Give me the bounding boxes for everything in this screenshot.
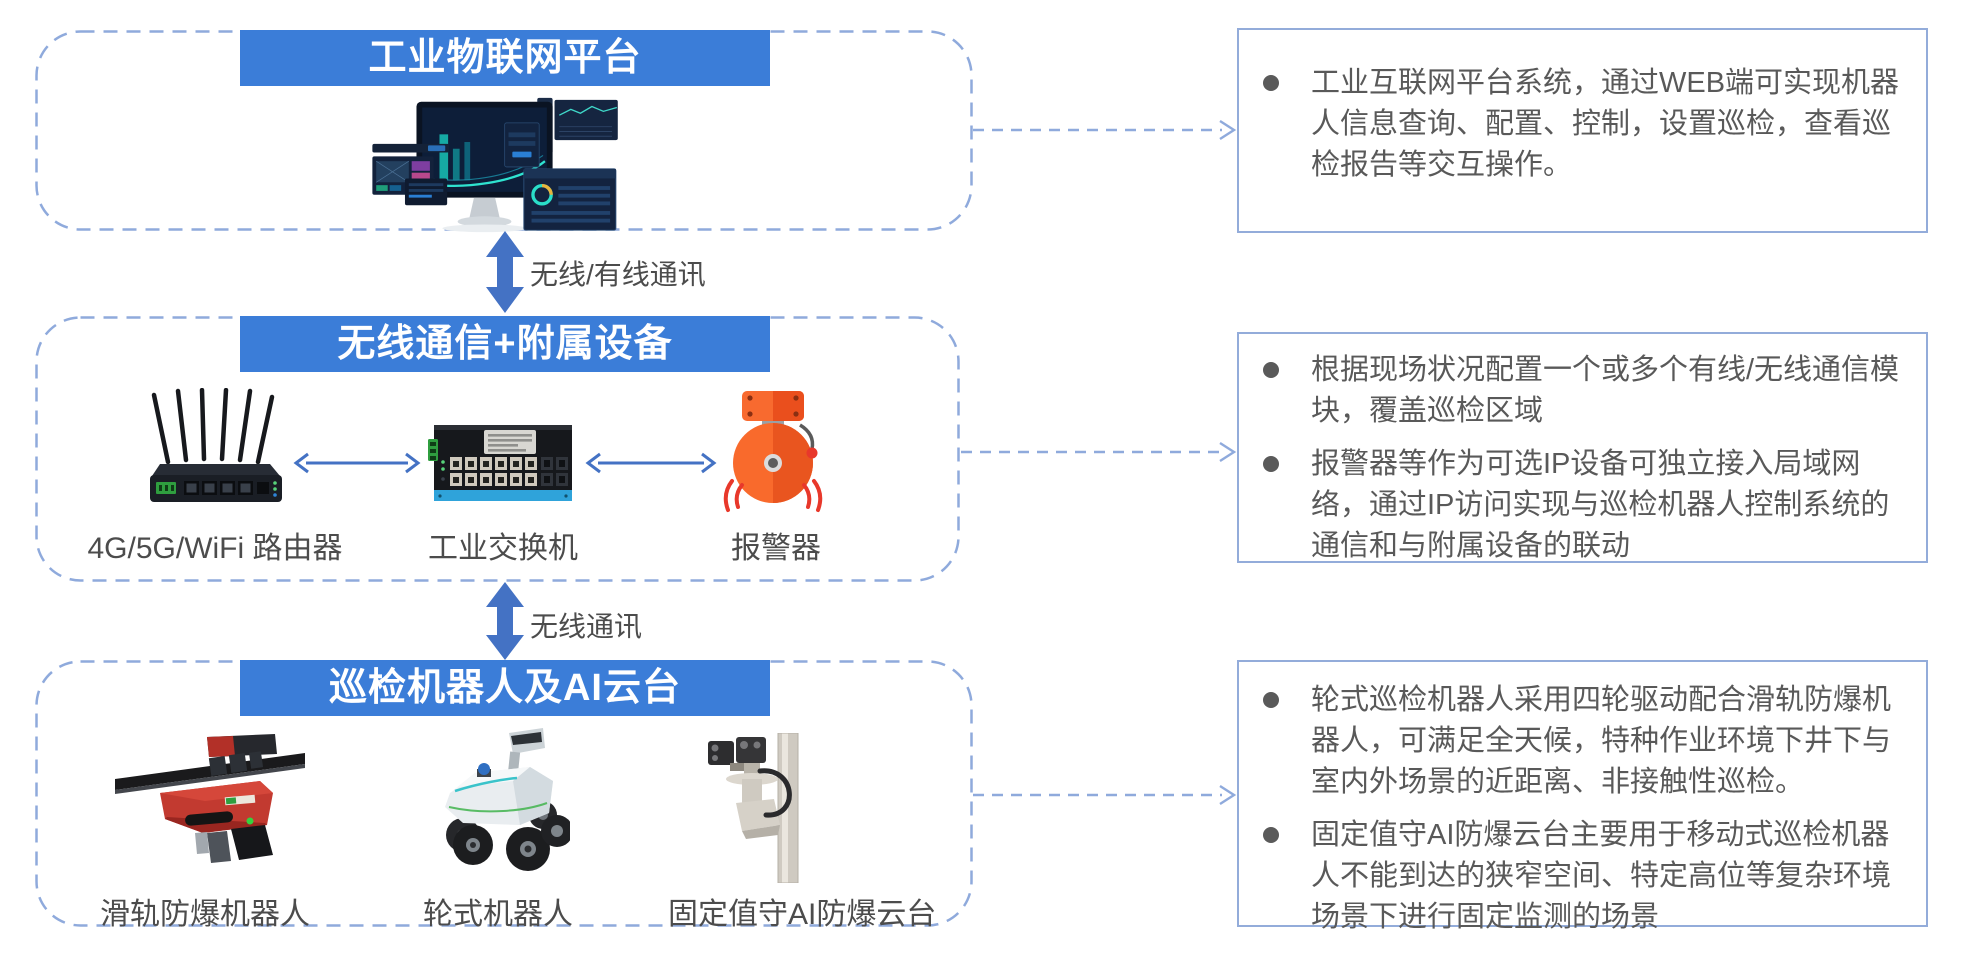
platform-section-box: 工业物联网平台 bbox=[35, 30, 973, 231]
comm-section-box: 无线通信+附属设备 bbox=[35, 316, 960, 582]
alarm-bell-image bbox=[723, 391, 823, 512]
dashed-arrow-robots-description bbox=[973, 784, 1237, 806]
platform-section-title: 工业物联网平台 bbox=[240, 30, 770, 86]
bullet-item: 根据现场状况配置一个或多个有线/无线通信模块，覆盖巡检区域 bbox=[1263, 350, 1904, 432]
rail-explosionproof-robot-image bbox=[115, 734, 305, 863]
rail-robot-label: 滑轨防爆机器人 bbox=[100, 898, 310, 931]
alarm-label: 报警器 bbox=[731, 532, 821, 565]
bullet-text: 轮式巡检机器人采用四轮驱动配合滑轨防爆机器人，可满足全天候，特种作业环境下井下与… bbox=[1311, 684, 1892, 798]
comm-description-box: 根据现场状况配置一个或多个有线/无线通信模块，覆盖巡检区域 报警器等作为可选IP… bbox=[1237, 332, 1928, 563]
bullet-dot bbox=[1263, 456, 1279, 472]
bullet-item: 固定值守AI防爆云台主要用于移动式巡检机器人不能到达的狭窄空间、特定高位等复杂环… bbox=[1263, 815, 1904, 938]
bullet-text: 根据现场状况配置一个或多个有线/无线通信模块，覆盖巡检区域 bbox=[1311, 354, 1900, 427]
router-label: 4G/5G/WiFi 路由器 bbox=[87, 532, 343, 565]
bullet-dot bbox=[1263, 827, 1279, 843]
connector-label-comm-robots: 无线通讯 bbox=[530, 611, 643, 642]
bidirectional-arrow-comm-robots bbox=[486, 582, 524, 660]
dashed-arrow-platform-description bbox=[973, 119, 1237, 141]
robots-section-title: 巡检机器人及AI云台 bbox=[240, 660, 770, 716]
dashed-arrow-comm-description bbox=[961, 441, 1237, 463]
bullet-item: 工业互联网平台系统，通过WEB端可实现机器人信息查询、配置、控制，设置巡检，查看… bbox=[1263, 63, 1904, 186]
robots-description-box: 轮式巡检机器人采用四轮驱动配合滑轨防爆机器人，可满足全天候，特种作业环境下井下与… bbox=[1237, 660, 1928, 933]
bullet-dot bbox=[1263, 692, 1279, 708]
bullet-dot bbox=[1263, 362, 1279, 378]
bullet-item: 轮式巡检机器人采用四轮驱动配合滑轨防爆机器人，可满足全天候，特种作业环境下井下与… bbox=[1263, 680, 1904, 803]
double-arrow-switch-alarm bbox=[585, 452, 717, 474]
robots-section-box: 巡检机器人及AI云台 bbox=[35, 660, 973, 927]
bullet-text: 工业互联网平台系统，通过WEB端可实现机器人信息查询、配置、控制，设置巡检，查看… bbox=[1311, 67, 1900, 181]
bidirectional-arrow-platform-comm bbox=[486, 231, 524, 313]
comm-section-title: 无线通信+附属设备 bbox=[240, 316, 770, 372]
wireless-router-image bbox=[150, 388, 282, 502]
ptz-label: 固定值守AI防爆云台 bbox=[668, 898, 937, 931]
bullet-text: 报警器等作为可选IP设备可独立接入局域网络，通过IP访问实现与巡检机器人控制系统… bbox=[1311, 448, 1890, 562]
switch-label: 工业交换机 bbox=[428, 532, 578, 565]
platform-description-box: 工业互联网平台系统，通过WEB端可实现机器人信息查询、配置、控制，设置巡检，查看… bbox=[1237, 28, 1928, 233]
double-arrow-router-switch bbox=[293, 452, 421, 474]
wheeled-robot-label: 轮式机器人 bbox=[423, 898, 573, 931]
iot-platform-dashboard-monitor-image bbox=[372, 97, 618, 233]
connector-label-platform-comm: 无线/有线通讯 bbox=[530, 259, 706, 290]
bullet-text: 固定值守AI防爆云台主要用于移动式巡检机器人不能到达的狭窄空间、特定高位等复杂环… bbox=[1311, 819, 1892, 933]
bullet-item: 报警器等作为可选IP设备可独立接入局域网络，通过IP访问实现与巡检机器人控制系统… bbox=[1263, 444, 1904, 567]
wheeled-robot-image bbox=[445, 728, 570, 871]
bullet-dot bbox=[1263, 75, 1279, 91]
industrial-switch-image bbox=[428, 425, 572, 501]
fixed-ai-explosionproof-ptz-image bbox=[708, 733, 799, 883]
